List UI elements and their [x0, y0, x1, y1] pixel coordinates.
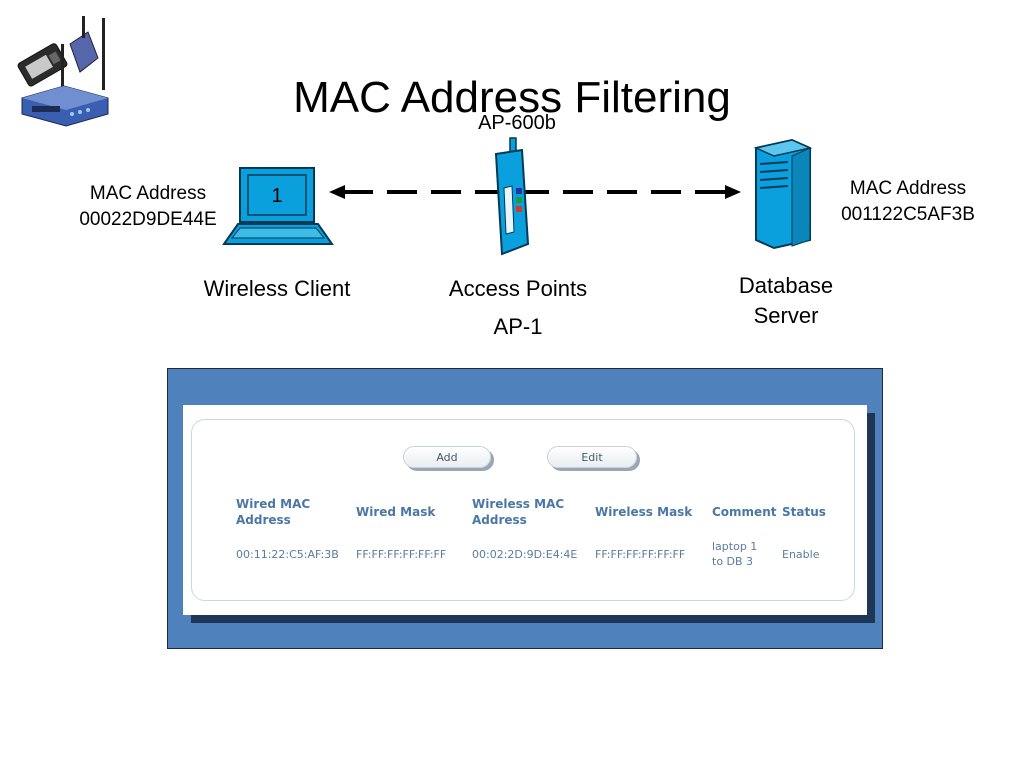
cell-wired-mac: 00:11:22:C5:AF:3B: [236, 548, 339, 561]
ap-caption: Access Points AP-1: [420, 275, 616, 341]
server-caption: Database Server: [700, 271, 872, 331]
header-wired-mac-line2: Address: [236, 513, 291, 527]
double-arrow-icon: [329, 185, 741, 199]
server-caption-line2: Server: [753, 303, 819, 328]
slide-title: MAC Address Filtering: [293, 73, 731, 122]
client-mac-label: MAC Address 00022D9DE44E: [60, 181, 236, 233]
header-status: Status: [782, 505, 826, 519]
cell-comment-line1: laptop 1: [712, 540, 758, 553]
add-button[interactable]: Add: [403, 446, 491, 468]
cell-wireless-mac: 00:02:2D:9D:E4:4E: [472, 548, 578, 561]
laptop-screen-number: 1: [271, 185, 283, 207]
server-mac-label: MAC Address 001122C5AF3B: [818, 176, 998, 228]
laptop-icon: [222, 167, 334, 245]
config-screenshot-card: [191, 419, 855, 601]
server-mac-value: 001122C5AF3B: [841, 204, 975, 225]
ap-model-label: AP-600b: [478, 112, 556, 134]
cell-comment: laptop 1 to DB 3: [712, 539, 757, 569]
client-mac-caption: MAC Address: [89, 183, 207, 204]
ap-caption-line1: Access Points: [448, 276, 588, 301]
client-caption: Wireless Client: [203, 276, 351, 301]
edit-button[interactable]: Edit: [547, 446, 637, 468]
cell-comment-line2: to DB 3: [712, 555, 754, 568]
header-wired-mac-line1: Wired MAC: [236, 497, 311, 511]
cell-status: Enable: [782, 548, 820, 561]
header-wireless-mac: Wireless MAC Address: [472, 496, 564, 528]
server-mac-caption: MAC Address: [849, 178, 967, 199]
header-wireless-mask: Wireless Mask: [595, 505, 693, 519]
header-comment: Comment: [712, 505, 777, 519]
server-caption-line1: Database: [738, 273, 834, 298]
access-point-icon: [494, 137, 530, 256]
router-logo-icon: [17, 16, 109, 127]
ap-caption-line2: AP-1: [493, 314, 543, 339]
header-wireless-mac-line1: Wireless MAC: [472, 497, 565, 511]
client-mac-value: 00022D9DE44E: [79, 209, 217, 230]
header-wired-mask: Wired Mask: [356, 505, 436, 519]
cell-wireless-mask: FF:FF:FF:FF:FF:FF: [595, 548, 686, 561]
header-wireless-mac-line2: Address: [472, 513, 527, 527]
header-wired-mac: Wired MAC Address: [236, 496, 310, 528]
cell-wired-mask: FF:FF:FF:FF:FF:FF: [356, 548, 447, 561]
server-icon: [753, 138, 813, 250]
